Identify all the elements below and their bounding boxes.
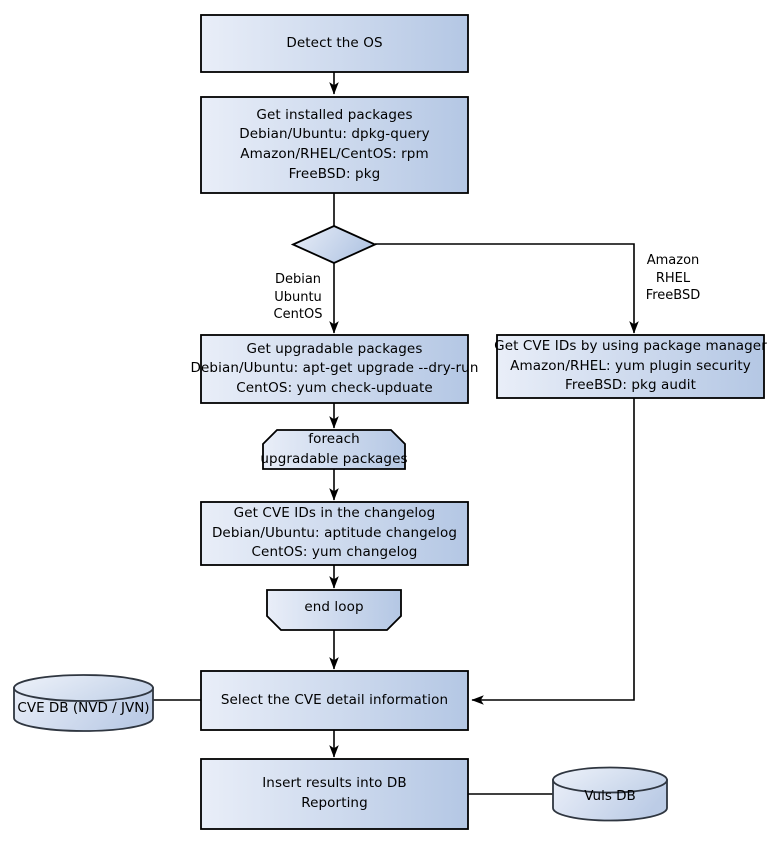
- node-upgradable-packages[interactable]: [200, 334, 469, 404]
- node-vuls-db[interactable]: [552, 766, 668, 822]
- node-detect-os[interactable]: [200, 14, 469, 73]
- node-loop-end[interactable]: [266, 589, 402, 631]
- node-os-decision[interactable]: [290, 225, 378, 264]
- node-cve-db[interactable]: [13, 674, 154, 732]
- node-insert-results[interactable]: [200, 758, 469, 830]
- node-loop-start[interactable]: [262, 429, 406, 470]
- node-cve-by-package-manager[interactable]: [496, 334, 765, 399]
- node-installed-packages[interactable]: [200, 96, 469, 194]
- node-cve-in-changelog[interactable]: [200, 501, 469, 566]
- node-select-cve-detail[interactable]: [200, 670, 469, 731]
